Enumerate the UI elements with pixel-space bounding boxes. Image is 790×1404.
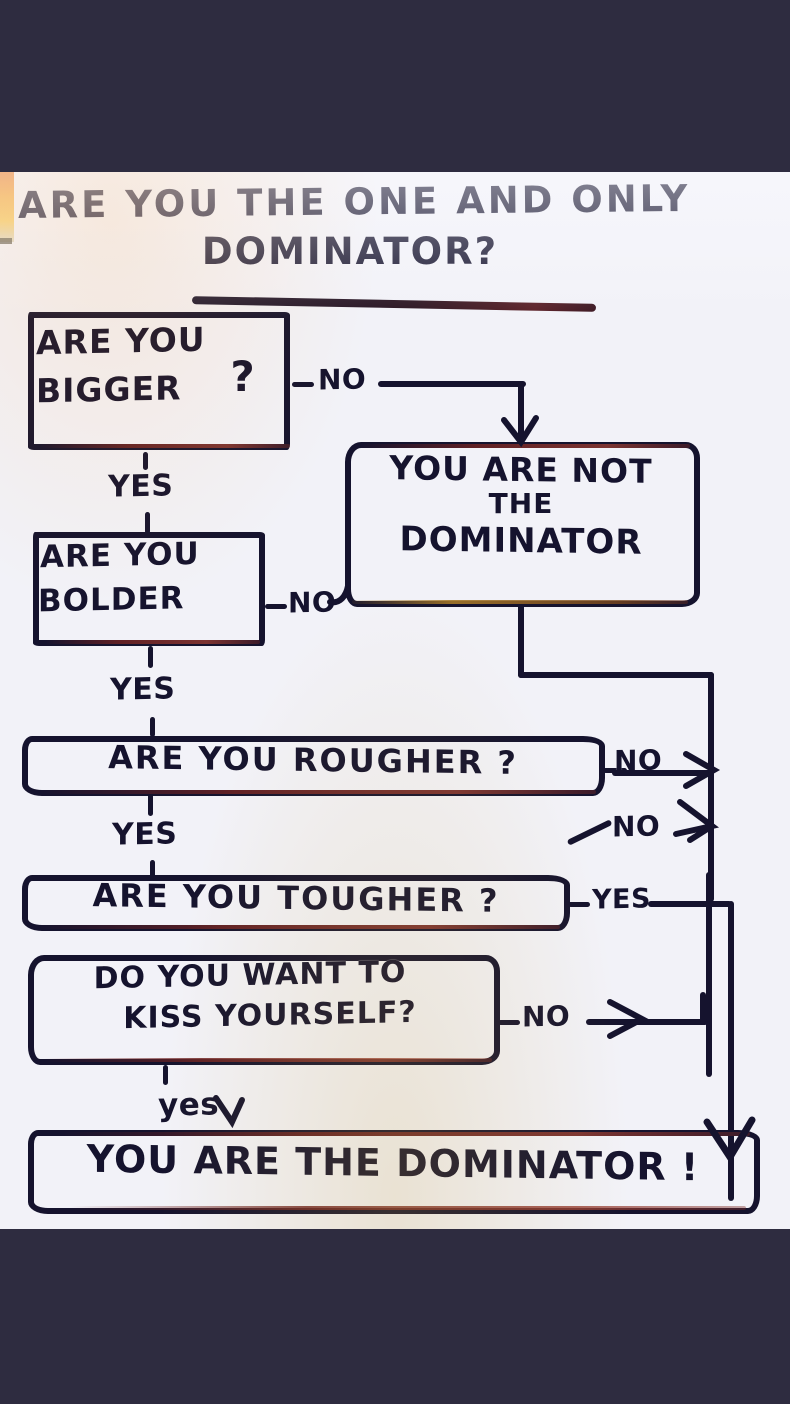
- edge-notdom-out-horizontal: [518, 672, 714, 678]
- title-line-1: ARE YOU THE ONE AND ONLY: [17, 176, 691, 227]
- node-kiss[interactable]: [28, 955, 500, 1065]
- node-not-dominator-line-1: YOU ARE NOT: [389, 448, 653, 491]
- node-kiss-redtint: [44, 1058, 492, 1062]
- title-underline: [191, 296, 597, 312]
- node-bigger-line-1: ARE YOU: [36, 319, 206, 363]
- node-bolder-redtint: [45, 640, 260, 644]
- edge-tougher-yes-stub: [568, 902, 590, 907]
- node-dominator-redtint-top: [60, 1132, 750, 1136]
- node-not-dominator-redtint-bottom: [352, 600, 688, 604]
- edge-kiss-no-horizontal: [586, 1019, 708, 1025]
- edge-tougher-yes-vertical: [728, 901, 734, 1201]
- edge-tougher-no-diagonal: [566, 819, 613, 846]
- edge-bigger-yes-stub-bottom: [145, 512, 150, 534]
- node-bolder-line-2: BOLDER: [38, 580, 185, 620]
- node-not-dominator-line-2: THE: [488, 487, 554, 520]
- letterbox-bottom: [0, 1229, 790, 1404]
- node-tougher-text: ARE YOU TOUGHER ?: [92, 876, 500, 920]
- node-rougher-redtint: [40, 790, 596, 794]
- node-bolder-line-1: ARE YOU: [40, 535, 200, 576]
- flowchart-photo: ARE YOU THE ONE AND ONLY DOMINATOR? ARE …: [0, 172, 790, 1229]
- edge-bigger-no-vertical: [518, 381, 524, 439]
- photo-edge-artifact-2: [0, 238, 12, 244]
- node-not-dominator-redtint-top: [360, 444, 690, 448]
- letterbox-top: [0, 0, 790, 172]
- edge-bigger-yes-stub-top: [143, 452, 148, 470]
- edge-bolder-yes-stub-bottom: [150, 717, 155, 737]
- node-tougher-redtint: [40, 925, 560, 929]
- edge-bolder-no-stub: [265, 604, 287, 609]
- right-rail-lower: [706, 872, 712, 1077]
- edge-bigger-no-stub: [292, 382, 314, 387]
- label-yes-rougher-to-tougher: YES: [112, 816, 178, 853]
- edge-bolder-yes-stub-top: [148, 646, 153, 668]
- label-yes-from-kiss: yes: [158, 1086, 220, 1124]
- label-no-from-kiss: NO: [522, 999, 571, 1034]
- edge-bigger-no-horizontal: [378, 381, 526, 387]
- edge-kiss-no-stub: [498, 1020, 520, 1025]
- title-line-2: DOMINATOR?: [201, 230, 499, 273]
- label-no-from-bolder: NO: [288, 585, 337, 620]
- edge-rail-corner-vertical: [700, 992, 706, 1024]
- node-bigger-redtint: [40, 444, 290, 448]
- arrowhead-tougher-no: [673, 799, 720, 843]
- node-rougher-text: ARE YOU ROUGHER ?: [108, 738, 518, 782]
- node-dominator-redtint-bottom: [70, 1206, 746, 1210]
- edge-notdom-out-vertical: [518, 604, 524, 678]
- edge-rougher-yes-stub-top: [148, 794, 153, 816]
- label-no-from-bigger: NO: [318, 362, 367, 397]
- photo-edge-artifact: [0, 172, 14, 242]
- edge-rougher-no-horizontal: [612, 770, 712, 776]
- arrowhead-kiss-yes: [213, 1095, 245, 1129]
- label-no-from-tougher: NO: [612, 809, 661, 844]
- label-yes-from-tougher: YES: [592, 883, 651, 916]
- edge-rougher-yes-stub-bottom: [150, 860, 155, 878]
- edge-tougher-yes-horizontal: [648, 901, 732, 907]
- label-yes-bigger-to-bolder: YES: [108, 468, 174, 505]
- node-bigger-question-mark: ?: [230, 352, 256, 401]
- right-rail-upper: [708, 672, 714, 902]
- edge-kiss-yes-stub: [163, 1065, 168, 1085]
- label-yes-bolder-to-rougher: YES: [110, 671, 176, 708]
- node-not-dominator-line-3: DOMINATOR: [399, 519, 643, 563]
- node-dominator-text: YOU ARE THE DOMINATOR !: [86, 1136, 700, 1190]
